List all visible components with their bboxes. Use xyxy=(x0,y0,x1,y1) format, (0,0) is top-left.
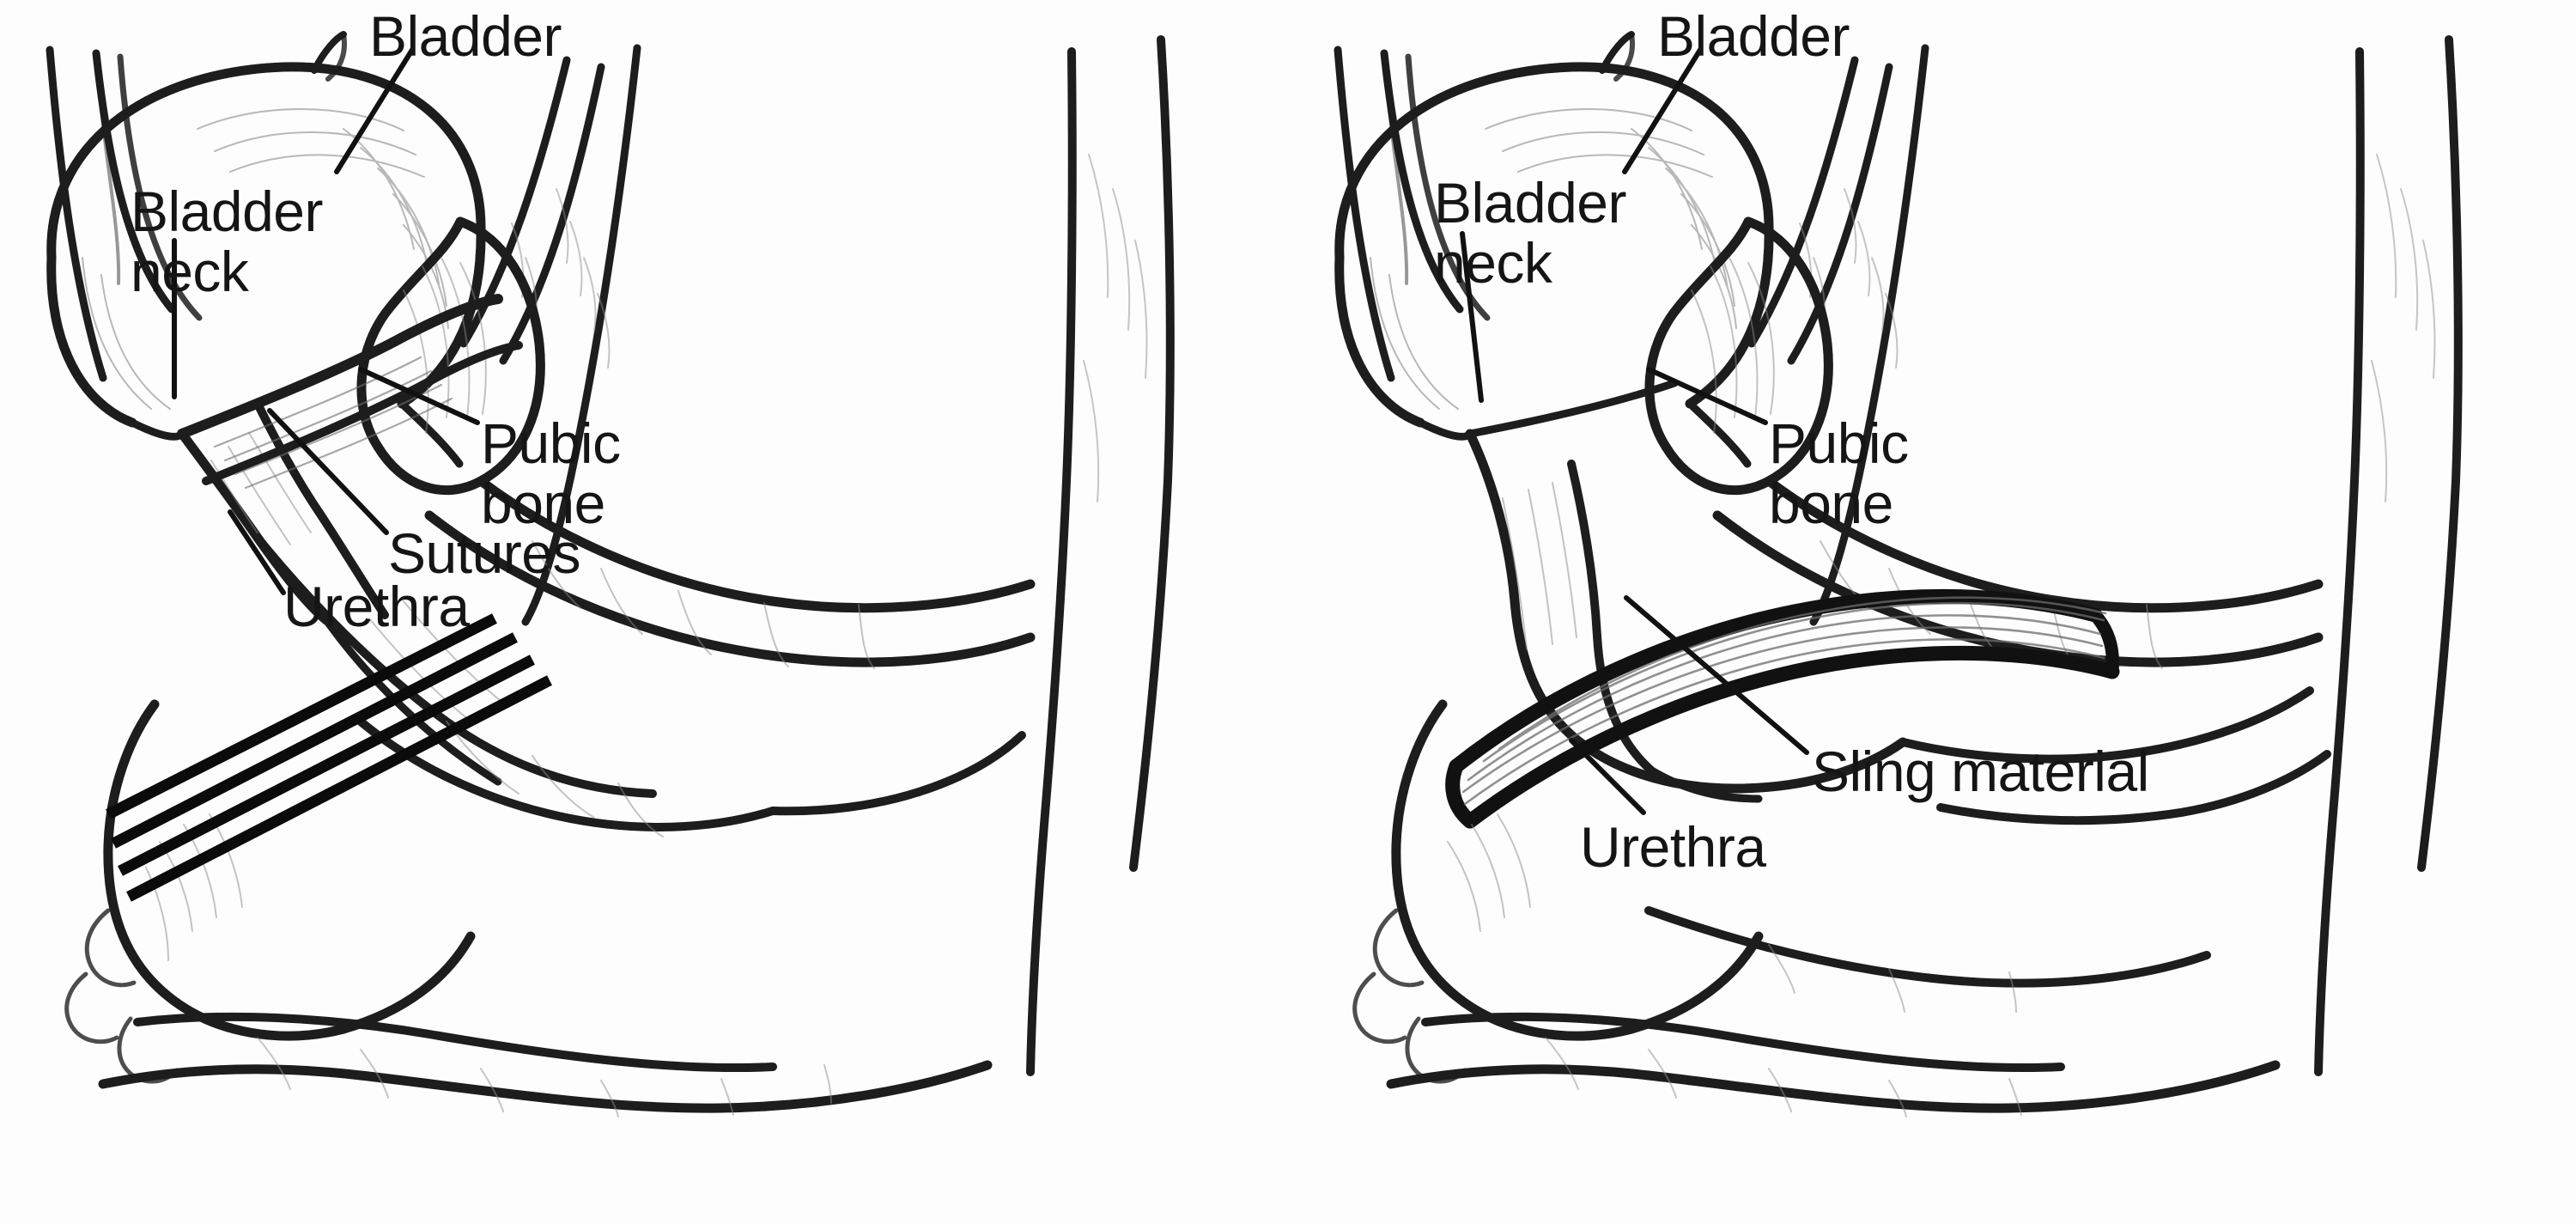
label-pubic-bone: Pubic bone xyxy=(1769,411,1909,535)
panel-sling-procedure: Bladder Bladder neck Pubic bone Sling ma… xyxy=(1288,0,2576,1224)
label-sling-material: Sling material xyxy=(1812,740,2149,803)
label-sutures: Sutures xyxy=(388,521,580,585)
panel-bladder-neck-suspension: Bladder Bladder neck Pubic bone Sutures … xyxy=(46,4,1175,1117)
label-bladder-neck: Bladder neck xyxy=(131,180,324,303)
label-pubic-bone: Pubic bone xyxy=(481,411,621,535)
leader-lines xyxy=(172,47,480,595)
sling-material-band xyxy=(1445,588,2120,829)
leader-lines xyxy=(1460,47,1809,815)
anatomy-drawing-right xyxy=(1334,31,2463,1117)
label-bladder: Bladder xyxy=(369,4,562,68)
label-urethra: Urethra xyxy=(283,575,470,638)
label-bladder-neck: Bladder neck xyxy=(1434,171,1627,295)
suture-lines xyxy=(106,613,552,902)
label-bladder: Bladder xyxy=(1657,4,1850,68)
anatomy-drawing-left xyxy=(46,31,1175,1117)
label-urethra: Urethra xyxy=(1580,815,1766,879)
